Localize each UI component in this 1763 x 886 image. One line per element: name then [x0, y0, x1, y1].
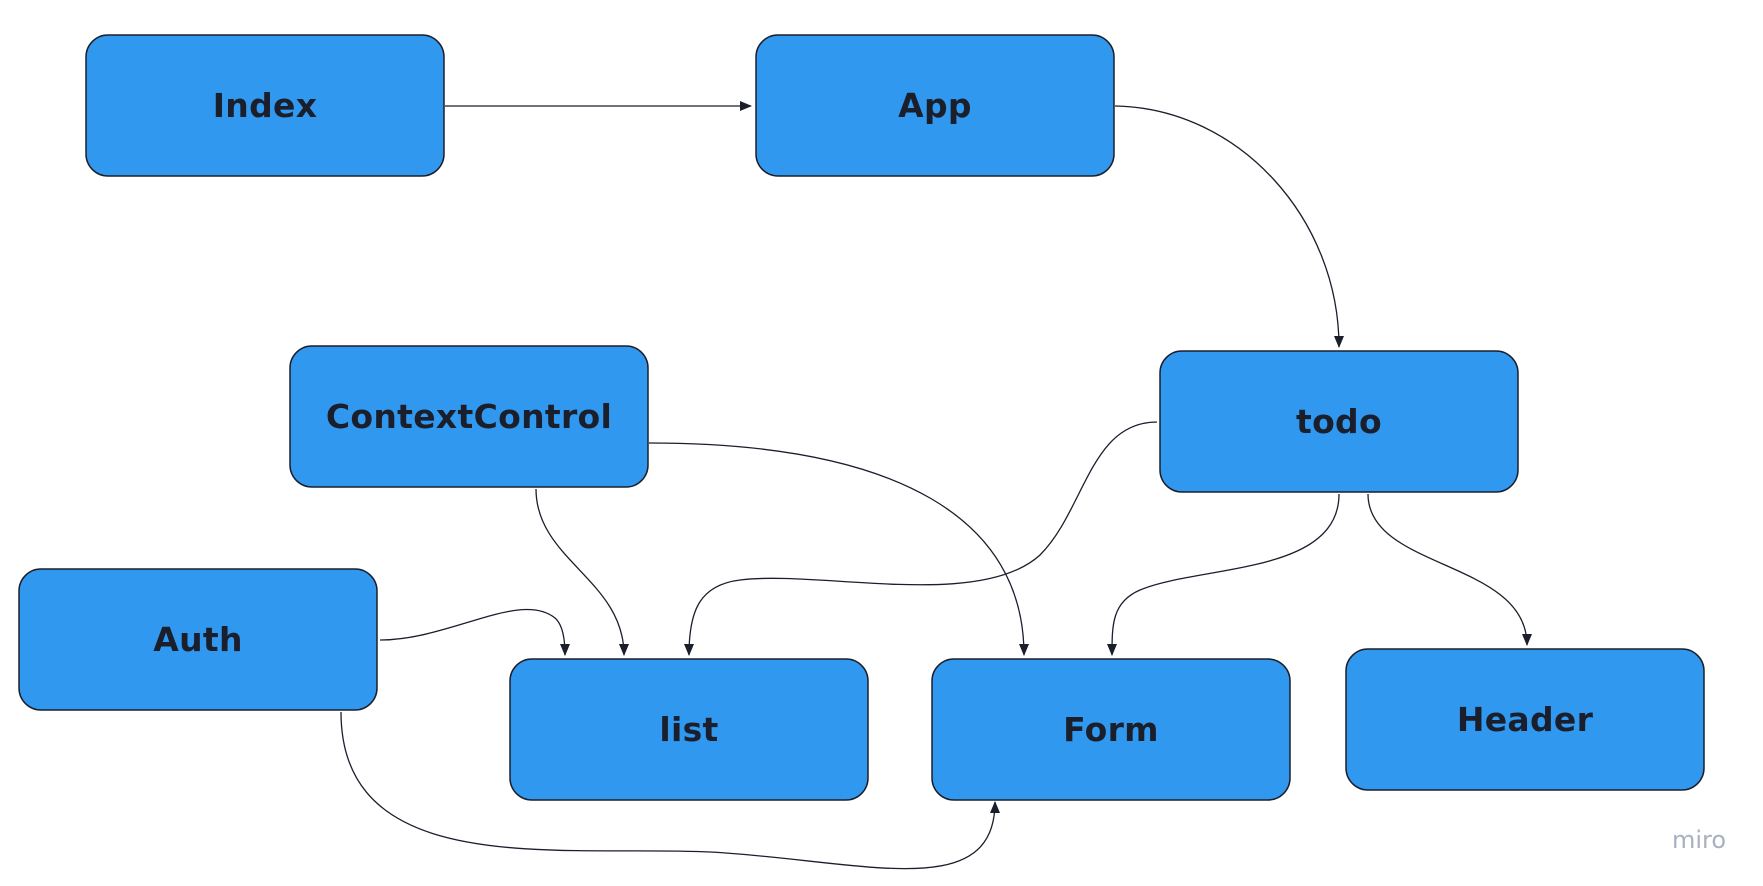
node-label: App	[898, 86, 972, 125]
edge-contextcontrol-list	[535, 488, 629, 656]
edge-contextcontrol-form	[648, 442, 1029, 656]
node-auth[interactable]: Auth	[18, 568, 378, 711]
node-label: todo	[1296, 402, 1382, 441]
node-index[interactable]: Index	[85, 34, 445, 177]
node-contextcontrol[interactable]: ContextControl	[289, 345, 649, 488]
node-form[interactable]: Form	[931, 658, 1291, 801]
node-app[interactable]: App	[755, 34, 1115, 177]
edge-todo-header	[1367, 493, 1532, 646]
edge-todo-form	[1107, 493, 1340, 656]
node-label: Header	[1456, 700, 1594, 739]
node-todo[interactable]: todo	[1159, 350, 1519, 493]
node-label: Form	[1063, 710, 1159, 749]
edge-auth-form	[340, 711, 1000, 870]
node-label: Index	[212, 86, 318, 125]
node-label: Auth	[153, 620, 243, 659]
edge-todo-list	[684, 421, 1158, 656]
edge-app-todo	[1114, 105, 1344, 348]
edge-auth-list	[379, 608, 570, 656]
node-label: list	[659, 710, 719, 749]
miro-watermark: miro	[1672, 826, 1727, 854]
node-label: ContextControl	[325, 397, 613, 436]
node-header[interactable]: Header	[1345, 648, 1705, 791]
node-list[interactable]: list	[509, 658, 869, 801]
